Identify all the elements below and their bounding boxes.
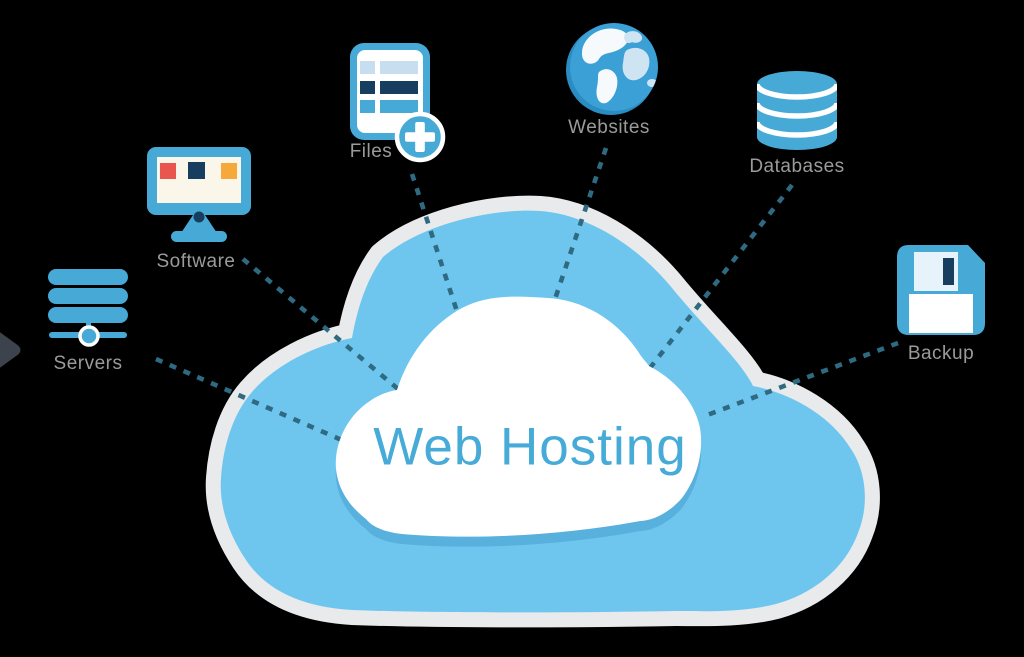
node-label-servers: Servers [53, 353, 123, 374]
node-label-files: Files [349, 141, 393, 162]
node-files: Files [349, 42, 447, 164]
connector-servers [155, 356, 361, 451]
connector-backup [701, 340, 899, 420]
node-websites: Websites [566, 20, 660, 137]
server-stack-icon [48, 269, 128, 347]
left-edge-arrow-icon [0, 332, 21, 368]
document-add-icon [350, 43, 446, 163]
node-servers: Servers [46, 266, 130, 373]
node-label-databases: Databases [749, 156, 845, 177]
node-label-websites: Websites [568, 117, 650, 138]
monitor-icon [147, 147, 251, 242]
inner-cloud [335, 296, 702, 537]
cloud-title: Web Hosting [373, 417, 687, 477]
database-cylinder-icon [757, 71, 837, 150]
globe-icon [566, 23, 658, 115]
node-label-software: Software [156, 251, 236, 272]
connector-software [241, 257, 406, 396]
node-backup: Backup [897, 245, 985, 363]
node-databases: Databases [749, 71, 844, 176]
node-label-backup: Backup [907, 343, 975, 364]
node-software: Software [147, 147, 251, 271]
connector-websites [551, 147, 609, 303]
floppy-disk-icon [897, 245, 985, 335]
